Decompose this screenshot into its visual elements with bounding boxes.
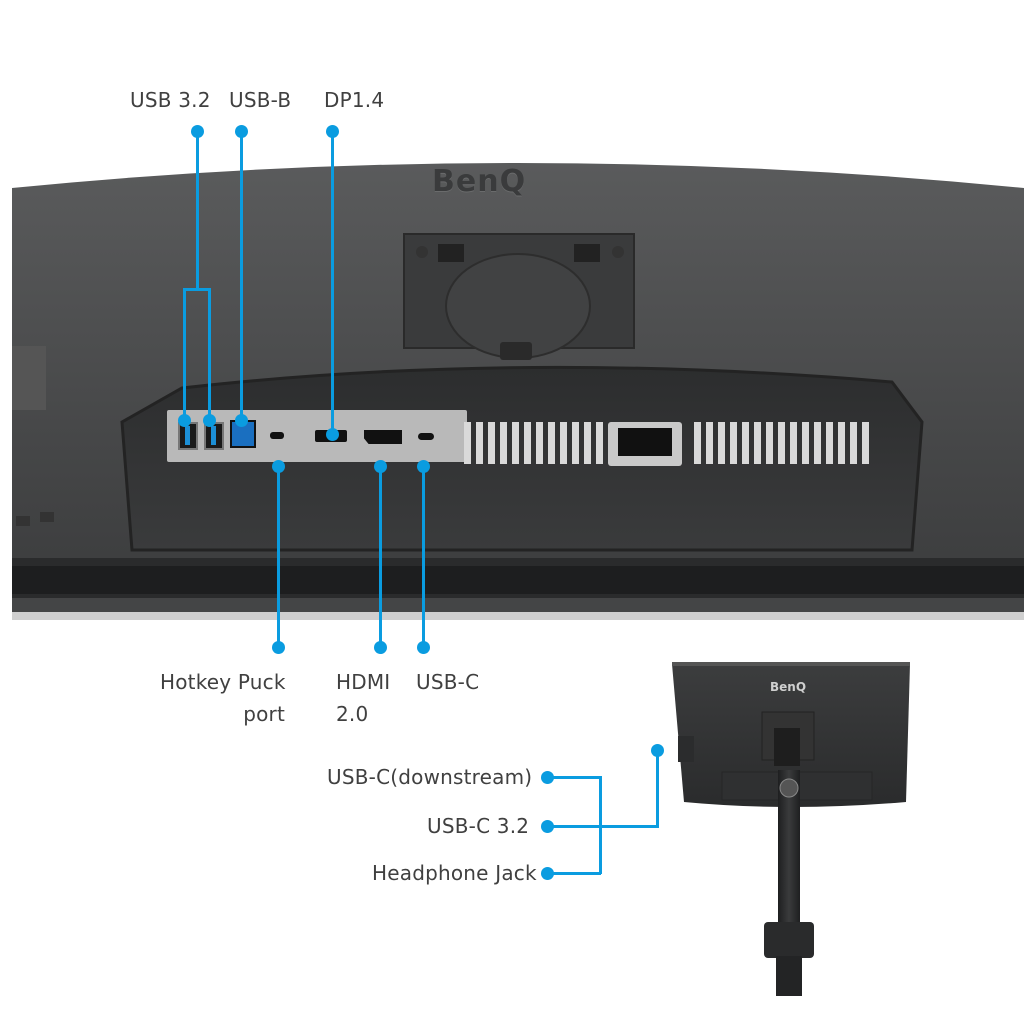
callout-line	[208, 288, 211, 416]
callout-line	[422, 466, 425, 646]
displayport-port	[364, 430, 402, 444]
label-line: Hotkey Puck	[160, 670, 286, 694]
callout-line	[547, 825, 657, 828]
monitor-stand-view: BenQ	[660, 660, 920, 1000]
callout-dot-hotkey-puck	[272, 641, 285, 654]
monitor-side-illustration	[672, 662, 910, 996]
label-dp-1-4: DP1.4	[324, 88, 385, 112]
port-dot-usb-a-2	[203, 414, 216, 427]
label-line: HDMI	[336, 670, 391, 694]
vent-grille-left	[464, 422, 604, 464]
label-line: 2.0	[336, 702, 369, 726]
label-line: port	[243, 702, 285, 726]
label-headphone-jack: Headphone Jack	[372, 861, 537, 885]
callout-line	[656, 752, 659, 828]
hotkey-puck-port	[270, 432, 284, 439]
callout-dot-usb-c	[417, 641, 430, 654]
callout-line	[547, 872, 601, 875]
label-usb-c-3-2: USB-C 3.2	[427, 814, 530, 838]
callout-line	[183, 288, 211, 291]
port-dot-usb-b	[235, 414, 248, 427]
usb-a-port-2	[204, 422, 224, 450]
callout-line	[331, 131, 334, 431]
label-usb-3-2: USB 3.2	[130, 88, 211, 112]
monitor-rear-illustration	[12, 163, 1024, 620]
port-dot-displayport	[326, 428, 339, 441]
callout-dot-hdmi	[374, 641, 387, 654]
label-usb-b: USB-B	[229, 88, 292, 112]
port-dot-usb-a-1	[178, 414, 191, 427]
callout-line	[379, 466, 382, 646]
callout-line	[547, 776, 601, 779]
callout-line	[277, 466, 280, 646]
power-connector	[608, 422, 682, 466]
label-hotkey-puck-port: Hotkey Puck port	[160, 666, 285, 730]
callout-dot-side-ports	[651, 744, 664, 757]
vent-grille-right	[694, 422, 874, 464]
callout-line	[240, 131, 243, 421]
usb-a-port-1	[178, 422, 198, 450]
benq-logo-small: BenQ	[770, 680, 807, 694]
callout-line	[196, 131, 199, 289]
callout-line	[183, 288, 186, 416]
label-usb-c: USB-C	[416, 670, 480, 694]
usb-c-port	[418, 433, 434, 440]
label-hdmi-2-0: HDMI 2.0	[336, 666, 390, 730]
label-usb-c-downstream: USB-C(downstream)	[327, 765, 533, 789]
benq-logo: BenQ	[432, 164, 527, 199]
monitor-rear-view: BenQ	[12, 160, 1024, 620]
